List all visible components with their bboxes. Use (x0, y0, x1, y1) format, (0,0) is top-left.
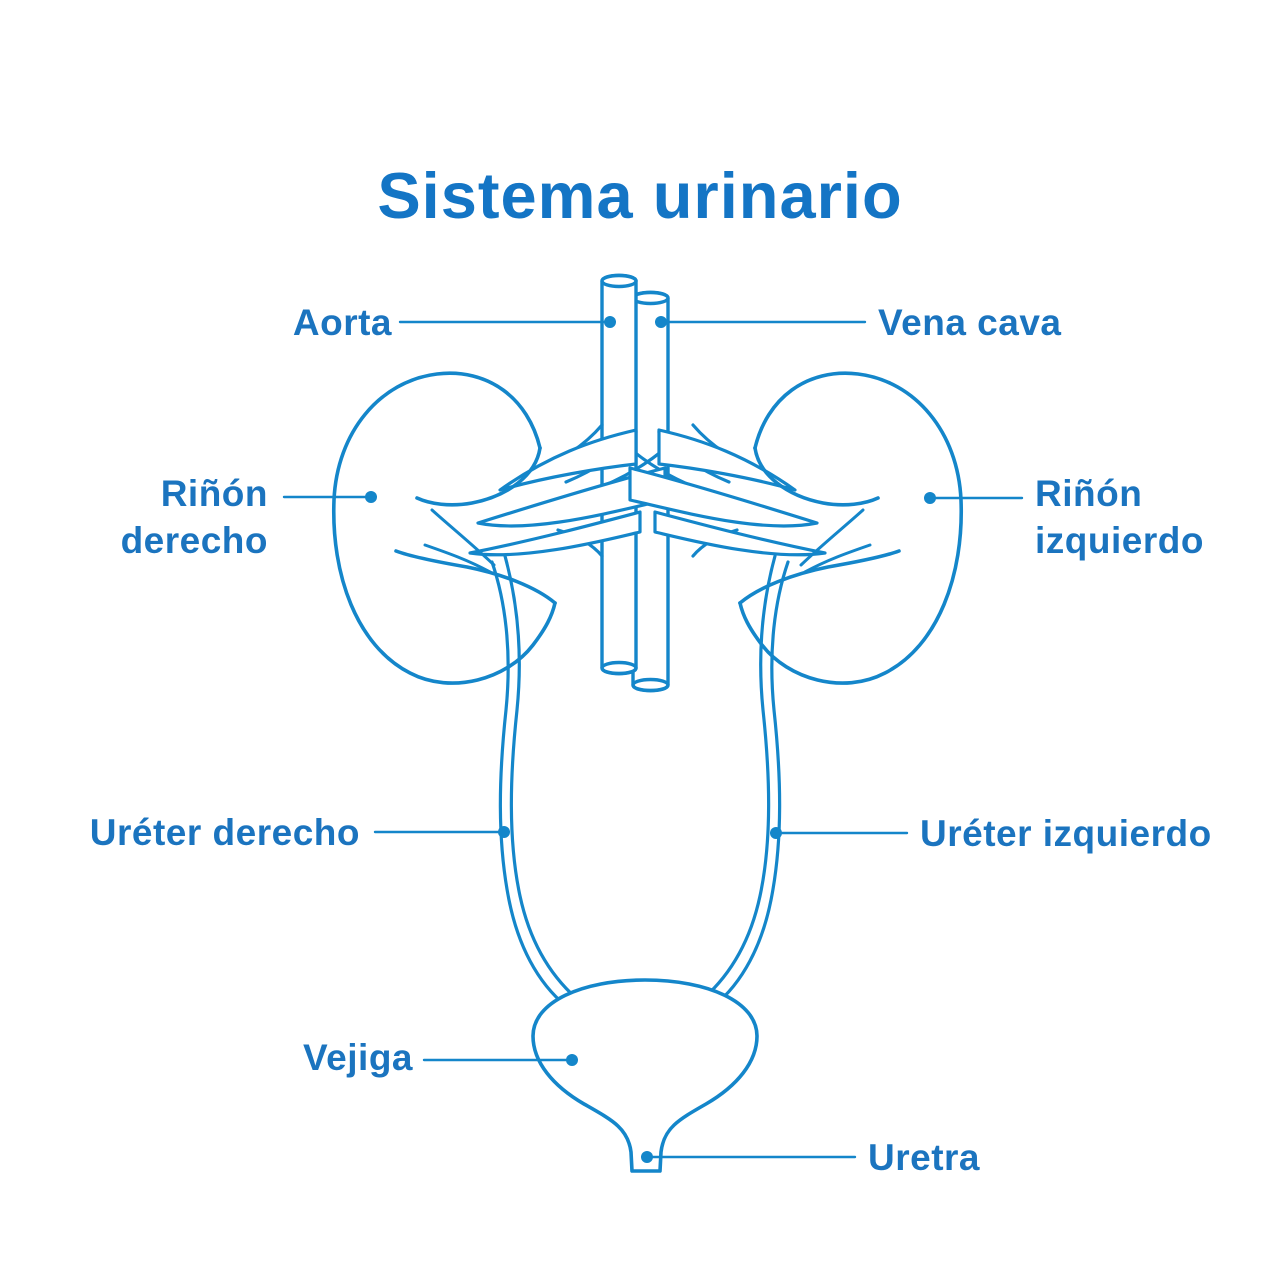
label-ureter-right: Uréter derecho (89, 812, 360, 853)
renal-vessels-right-kidney (468, 428, 667, 557)
aorta-vessel (600, 273, 638, 676)
label-kidney-left-line1: Riñón (1035, 473, 1143, 514)
label-kidney-left: Riñón izquierdo (1035, 470, 1204, 564)
ureter-right (490, 554, 578, 1008)
ureter-left (702, 554, 790, 1008)
leader-dots (365, 316, 936, 1163)
leader-lines (282, 320, 1024, 1159)
kidney-left (738, 371, 964, 685)
leader-dot-vena-cava (655, 316, 667, 328)
label-bladder: Vejiga (303, 1037, 413, 1078)
bladder (531, 978, 759, 1173)
label-ureter-left: Uréter izquierdo (920, 813, 1212, 854)
leader-dot-ureter-left (770, 827, 782, 839)
leader-dot-kidney-right (365, 491, 377, 503)
label-kidney-right-line1: Riñón (160, 473, 268, 514)
label-urethra: Uretra (868, 1137, 980, 1178)
bladder-outline (531, 978, 759, 1173)
renal-vessels-left-kidney (628, 428, 827, 557)
leader-dot-ureter-right (498, 826, 510, 838)
kidney-right (331, 371, 557, 685)
label-kidney-right: Riñón derecho (121, 470, 268, 564)
label-vena-cava: Vena cava (878, 302, 1062, 343)
label-aorta: Aorta (292, 302, 392, 343)
label-kidney-right-line2: derecho (120, 520, 268, 561)
label-kidney-left-line2: izquierdo (1035, 520, 1204, 561)
leader-dot-bladder (566, 1054, 578, 1066)
leader-dot-aorta (604, 316, 616, 328)
page-title: Sistema urinario (377, 159, 903, 232)
leader-dot-kidney-left (924, 492, 936, 504)
leader-dot-urethra (641, 1151, 653, 1163)
